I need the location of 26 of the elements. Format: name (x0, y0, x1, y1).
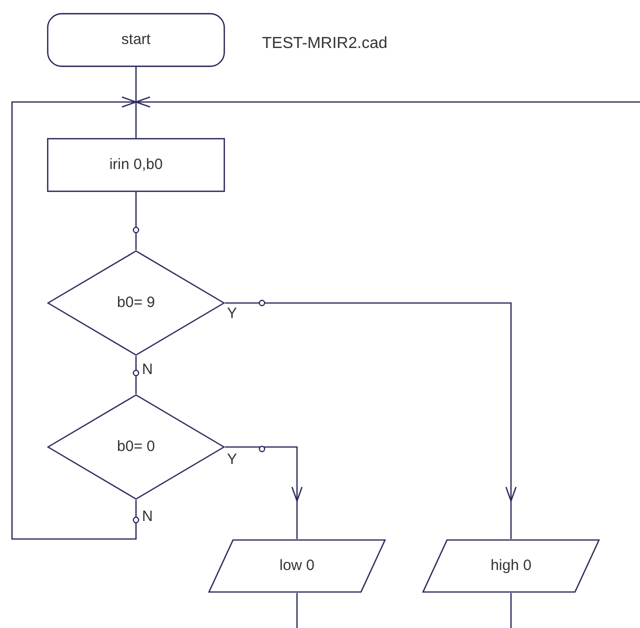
connector (135, 356, 137, 394)
node-label: start (121, 30, 151, 50)
process-box (47, 138, 225, 192)
node-label: b0= 9 (117, 294, 155, 312)
connector (135, 67, 137, 138)
decision-diamond (47, 250, 225, 356)
io-parallelogram (422, 539, 600, 593)
connector (296, 593, 298, 628)
node-label: high 0 (490, 556, 532, 576)
node-label: low 0 (279, 556, 315, 576)
node-label: b0= 0 (117, 438, 155, 456)
edge-label: N (141, 362, 154, 377)
node-label: irin 0,b0 (109, 156, 163, 174)
connector (510, 593, 512, 628)
edge-label: N (141, 509, 154, 524)
connector (225, 302, 517, 539)
connector (135, 192, 137, 250)
connector (135, 96, 640, 108)
decision-diamond (47, 394, 225, 500)
file-name-label: TEST-MRIR2.cad (262, 34, 388, 54)
connector (11, 96, 137, 540)
edge-label: Y (226, 306, 238, 321)
connector (225, 446, 303, 539)
terminal-box (47, 13, 225, 67)
io-parallelogram (208, 539, 386, 593)
edge-label: Y (226, 452, 238, 467)
